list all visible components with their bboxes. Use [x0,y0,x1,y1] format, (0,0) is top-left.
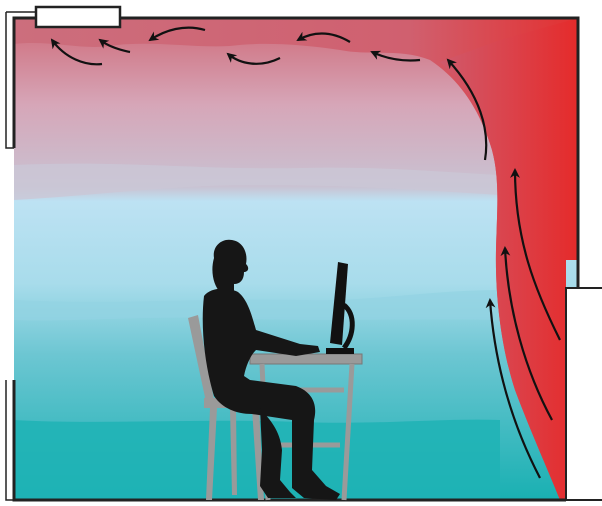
ceiling-vent-icon [36,7,120,27]
wall-heater-icon [566,288,602,500]
